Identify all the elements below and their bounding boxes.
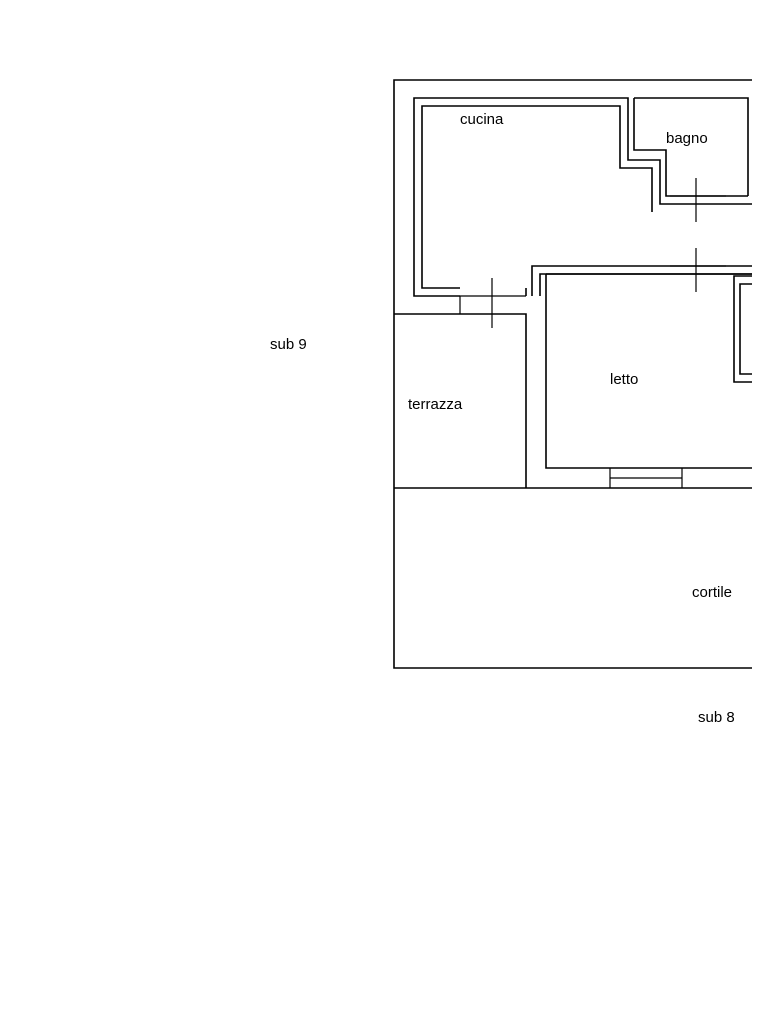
kitchen-terrace-door — [459, 278, 526, 328]
kitchen-label: cucina — [460, 111, 504, 128]
terrace-label: terrazza — [408, 396, 463, 413]
kitchen-room — [413, 97, 752, 297]
terrace-room — [394, 313, 752, 489]
corridor-wall — [531, 248, 752, 296]
neighbor-bottom-label: sub 8 — [698, 709, 735, 726]
bedroom-room — [545, 273, 752, 488]
neighbor-left-label: sub 9 — [270, 336, 307, 353]
outer-boundary — [393, 79, 752, 669]
courtyard-label: cortile — [692, 584, 732, 601]
bedroom-label: letto — [610, 371, 638, 388]
bathroom-room — [633, 97, 749, 222]
bathroom-label: bagno — [666, 130, 708, 147]
